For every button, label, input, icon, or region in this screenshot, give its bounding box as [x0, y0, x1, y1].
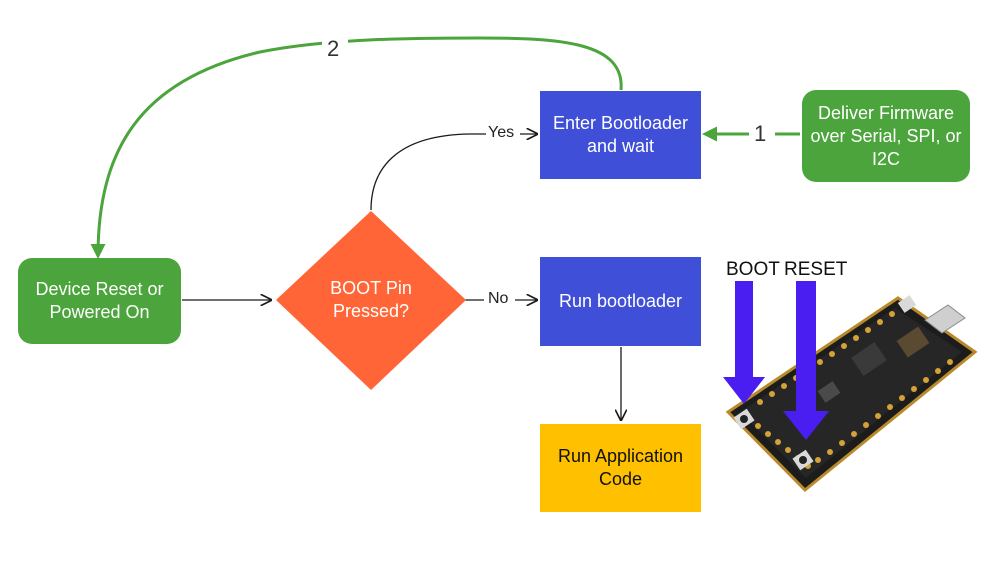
device-reset-node: Device Reset or Powered On — [18, 258, 181, 344]
edge-yes — [370, 133, 486, 211]
boot-label: BOOT — [726, 259, 780, 280]
run-application-node: Run Application Code — [540, 424, 701, 512]
deliver-firmware-node: Deliver Firmware over Serial, SPI, or I2… — [802, 90, 970, 182]
edge-label-no: No — [488, 290, 509, 307]
reset-label: RESET — [784, 259, 848, 280]
edge-label-yes: Yes — [488, 124, 515, 141]
boot-pin-decision-label: BOOT Pin Pressed? — [330, 278, 412, 321]
run-bootloader-node: Run bootloader — [540, 257, 701, 346]
enter-bootloader-node: Enter Bootloader and wait — [540, 91, 701, 179]
edge-label-step2: 2 — [327, 36, 340, 61]
edge-label-step1: 1 — [754, 121, 767, 146]
step2-label-bg — [322, 36, 348, 62]
